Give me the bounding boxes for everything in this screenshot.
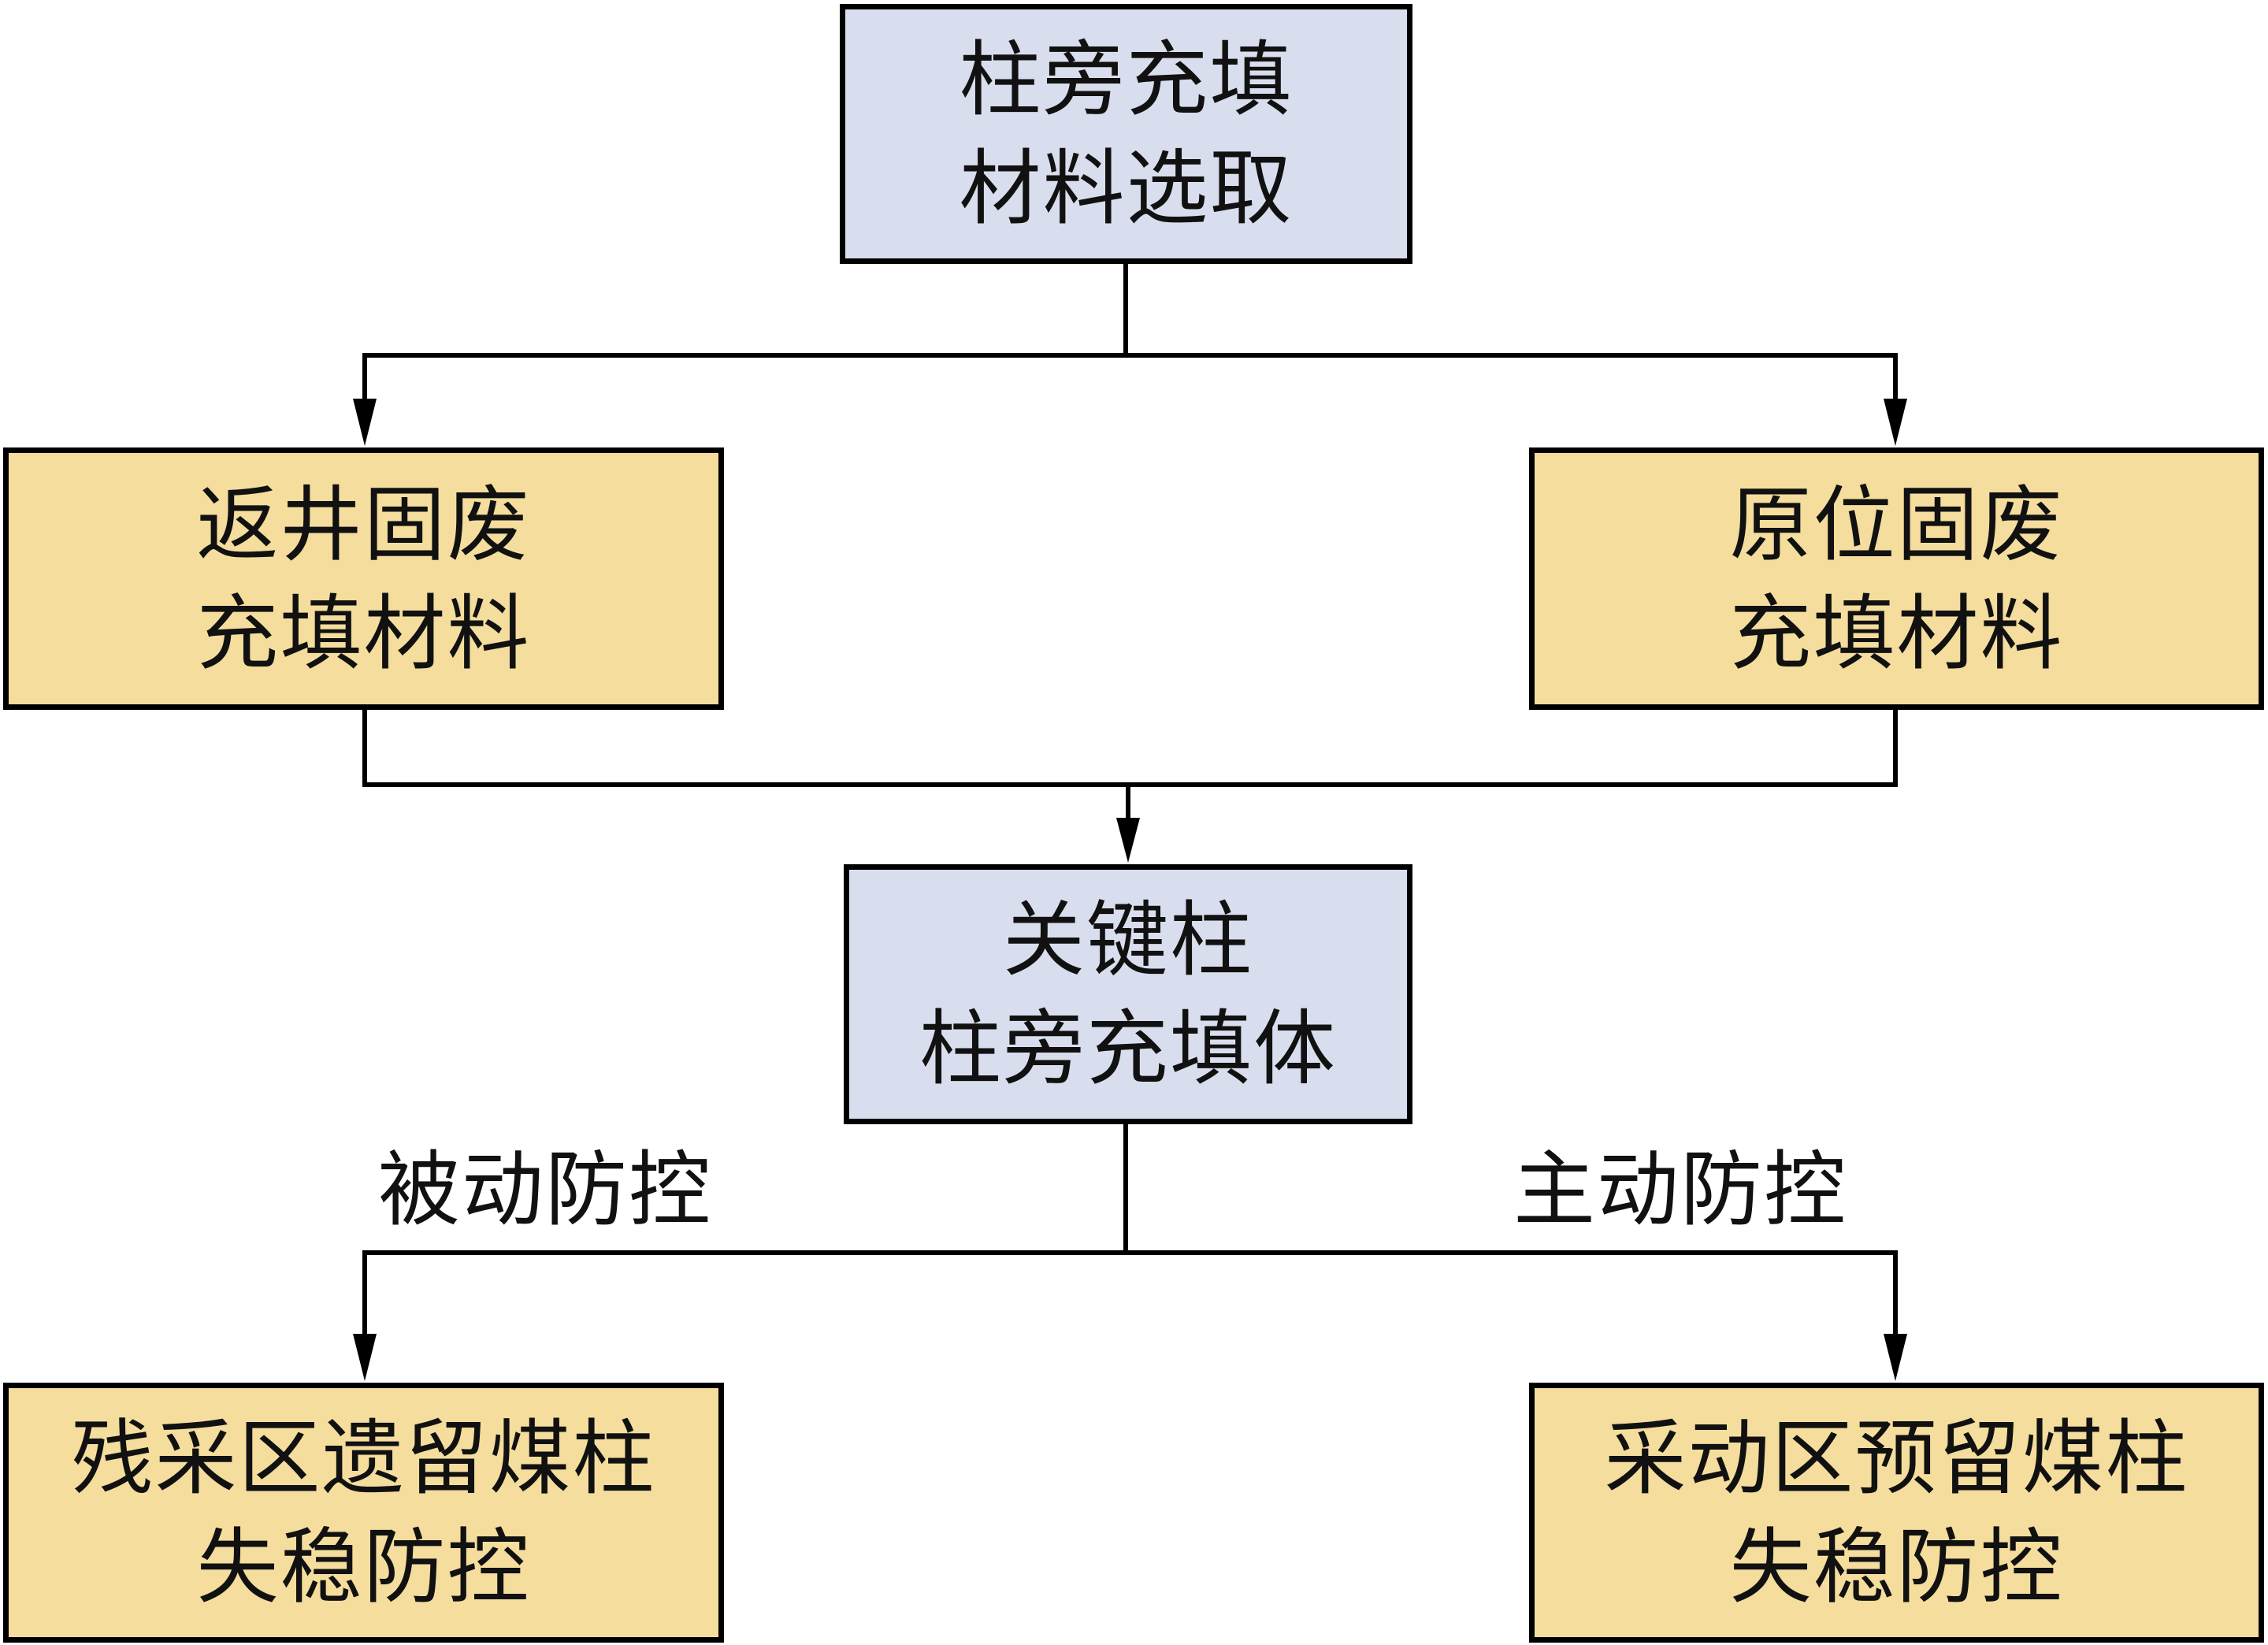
node-active-mining-control: 采动区预留煤柱 失稳防控: [1529, 1383, 2264, 1643]
node-material-selection-line-2: 材料选取: [959, 140, 1294, 236]
node-return-well-waste-line-1: 返井固废: [196, 476, 531, 573]
node-active-mining-control-line-1: 采动区预留煤柱: [1604, 1410, 2189, 1506]
node-in-situ-waste-line-1: 原位固废: [1729, 476, 2064, 573]
node-return-well-waste-line-2: 充填材料: [196, 585, 531, 681]
node-residual-mining-control-line-2: 失稳防控: [196, 1519, 531, 1615]
arrow-to-residual-control: [353, 1334, 377, 1381]
node-material-selection: 柱旁充填 材料选取: [840, 4, 1412, 264]
arrow-to-active-control: [1884, 1334, 1907, 1381]
node-key-pillar-fill-line-2: 柱旁充填体: [919, 1001, 1337, 1097]
node-residual-mining-control-line-1: 残采区遗留煤柱: [71, 1410, 656, 1506]
edge-label-active: 主动防控: [1513, 1142, 1848, 1238]
node-in-situ-waste-line-2: 充填材料: [1729, 585, 2064, 681]
node-key-pillar-fill-line-1: 关键柱: [1002, 892, 1253, 988]
arrow-to-key-pillar: [1116, 818, 1140, 863]
node-key-pillar-fill: 关键柱 柱旁充填体: [844, 864, 1412, 1124]
node-return-well-waste: 返井固废 充填材料: [3, 447, 724, 710]
node-residual-mining-control: 残采区遗留煤柱 失稳防控: [3, 1383, 724, 1643]
node-in-situ-waste: 原位固废 充填材料: [1529, 447, 2264, 710]
node-material-selection-line-1: 柱旁充填: [959, 32, 1294, 128]
node-active-mining-control-line-2: 失稳防控: [1729, 1519, 2064, 1615]
arrow-to-return-well: [353, 399, 377, 446]
arrow-to-in-situ: [1884, 399, 1907, 446]
edge-label-passive: 被动防控: [378, 1142, 713, 1238]
